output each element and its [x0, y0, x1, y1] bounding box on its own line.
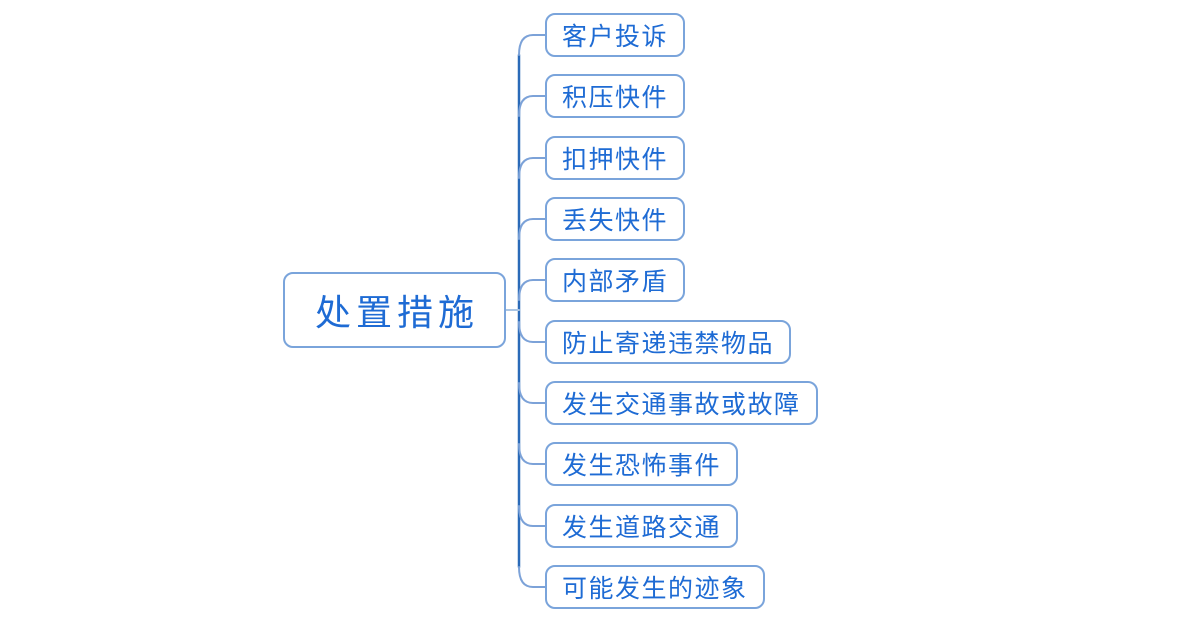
mindmap-node[interactable]: 可能发生的迹象: [545, 565, 765, 609]
branch-line: [518, 505, 546, 527]
branch-line: [518, 321, 546, 343]
branch-line: [518, 382, 546, 404]
mindmap-node[interactable]: 发生交通事故或故障: [545, 381, 818, 425]
mindmap-root-node[interactable]: 处置措施: [283, 272, 506, 348]
mindmap-node[interactable]: 客户投诉: [545, 13, 686, 57]
mindmap-node[interactable]: 积压快件: [545, 74, 686, 118]
branch-line: [518, 157, 546, 179]
branch-line: [518, 443, 546, 465]
branch-line: [518, 218, 546, 240]
branch-line: [518, 279, 546, 301]
mindmap-node[interactable]: 扣押快件: [545, 136, 686, 180]
mindmap-node[interactable]: 丢失快件: [545, 197, 686, 241]
mindmap-node[interactable]: 防止寄递违禁物品: [545, 320, 792, 364]
mindmap-node[interactable]: 内部矛盾: [545, 258, 686, 302]
mindmap-node[interactable]: 发生道路交通: [545, 504, 739, 548]
branch-line: [518, 34, 546, 56]
mindmap-node[interactable]: 发生恐怖事件: [545, 442, 739, 486]
branch-line: [518, 566, 546, 588]
branch-line: [518, 95, 546, 117]
